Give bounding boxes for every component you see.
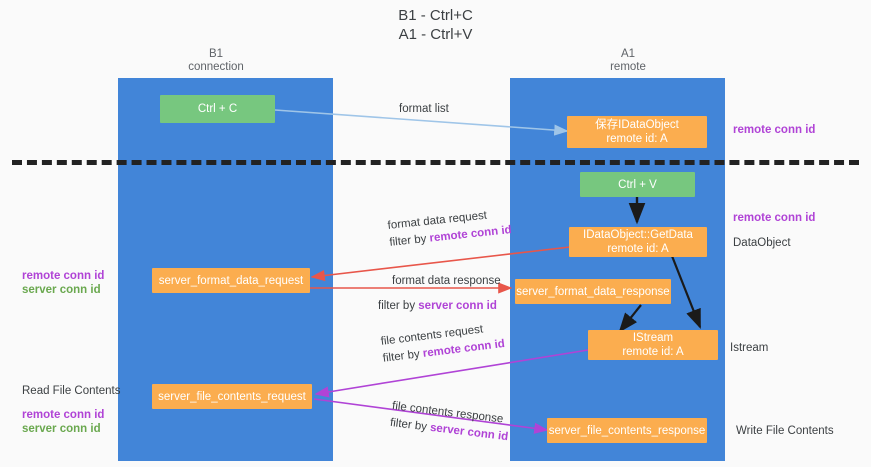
node-server-file-contents-response[interactable]: server_file_contents_response xyxy=(547,418,707,443)
edge-label-group-format-data-request: format data request filter by remote con… xyxy=(387,206,512,250)
column-header-b1-subtitle: connection xyxy=(188,61,244,73)
column-header-a1-subtitle: remote xyxy=(610,61,646,73)
edge-label-group-file-contents-request: file contents request filter by remote c… xyxy=(380,320,506,366)
diagram-title-line-2: A1 - Ctrl+V xyxy=(398,26,473,43)
node-save-idataobject-line-1: 保存IDataObject xyxy=(595,119,679,131)
node-istream[interactable]: IStream remote id: A xyxy=(588,330,718,360)
phase-separator-dashed-line xyxy=(12,160,859,165)
annotation-right-istream: Istream xyxy=(730,342,769,354)
server-conn-id-text: server conn id xyxy=(418,300,497,312)
column-header-a1: A1 remote xyxy=(528,48,728,74)
node-save-idataobject[interactable]: 保存IDataObject remote id: A xyxy=(567,116,707,148)
annotation-right-write-file-contents: Write File Contents xyxy=(736,425,834,437)
annotation-left-server-conn-id-2: server conn id xyxy=(22,423,101,435)
annotation-left-read-file-contents: Read File Contents xyxy=(22,385,121,397)
node-save-idataobject-line-2: remote id: A xyxy=(606,133,668,145)
filter-by-text-2: filter by xyxy=(378,300,416,312)
annotation-right-remote-conn-id-top: remote conn id xyxy=(733,124,816,136)
annotation-right-dataobject: DataObject xyxy=(733,237,791,249)
node-server-format-data-response-label: server_format_data_response xyxy=(516,285,670,298)
node-idataobject-getdata-line-1: IDataObject::GetData xyxy=(583,229,693,241)
node-idataobject-getdata[interactable]: IDataObject::GetData remote id: A xyxy=(569,227,707,257)
node-ctrl-v-line-1: Ctrl + V xyxy=(618,178,657,191)
annotation-left-server-conn-id: server conn id xyxy=(22,284,101,296)
edge-label-group-file-contents-response: file contents response filter by server … xyxy=(389,399,511,444)
node-idataobject-getdata-line-2: remote id: A xyxy=(607,243,669,255)
annotation-right-remote-conn-id-mid: remote conn id xyxy=(733,212,816,224)
node-server-file-contents-request-label: server_file_contents_request xyxy=(158,390,306,403)
diagram-title-line-1: B1 - Ctrl+C xyxy=(398,7,473,24)
node-istream-line-2: remote id: A xyxy=(622,346,684,358)
node-server-format-data-request-label: server_format_data_request xyxy=(158,274,304,287)
annotation-left-remote-conn-id-2: remote conn id xyxy=(22,409,105,421)
filter-by-text-4: filter by xyxy=(389,416,428,434)
diagram-title: B1 - Ctrl+C A1 - Ctrl+V xyxy=(0,6,871,44)
edge-label-format-list: format list xyxy=(399,103,449,115)
node-server-file-contents-request[interactable]: server_file_contents_request xyxy=(152,384,312,409)
column-header-b1-title: B1 xyxy=(208,48,224,60)
column-header-b1: B1 connection xyxy=(116,48,316,74)
node-ctrl-c-line-1: Ctrl + C xyxy=(197,103,238,115)
edge-label-format-data-response-filter: filter by server conn id xyxy=(378,299,497,313)
node-server-format-data-request[interactable]: server_format_data_request xyxy=(152,268,310,293)
node-server-file-contents-response-label: server_file_contents_response xyxy=(548,424,706,437)
node-ctrl-v[interactable]: Ctrl + V xyxy=(580,172,695,197)
node-istream-line-1: IStream xyxy=(632,332,674,344)
edge-label-format-data-response: format data response xyxy=(392,275,501,287)
filter-by-text: filter by xyxy=(388,233,428,249)
filter-by-text-3: filter by xyxy=(382,348,421,365)
node-ctrl-c[interactable]: Ctrl + C xyxy=(160,95,275,123)
node-server-format-data-response[interactable]: server_format_data_response xyxy=(515,279,671,304)
column-header-a1-title: A1 xyxy=(620,48,636,60)
annotation-left-remote-conn-id: remote conn id xyxy=(22,270,105,282)
